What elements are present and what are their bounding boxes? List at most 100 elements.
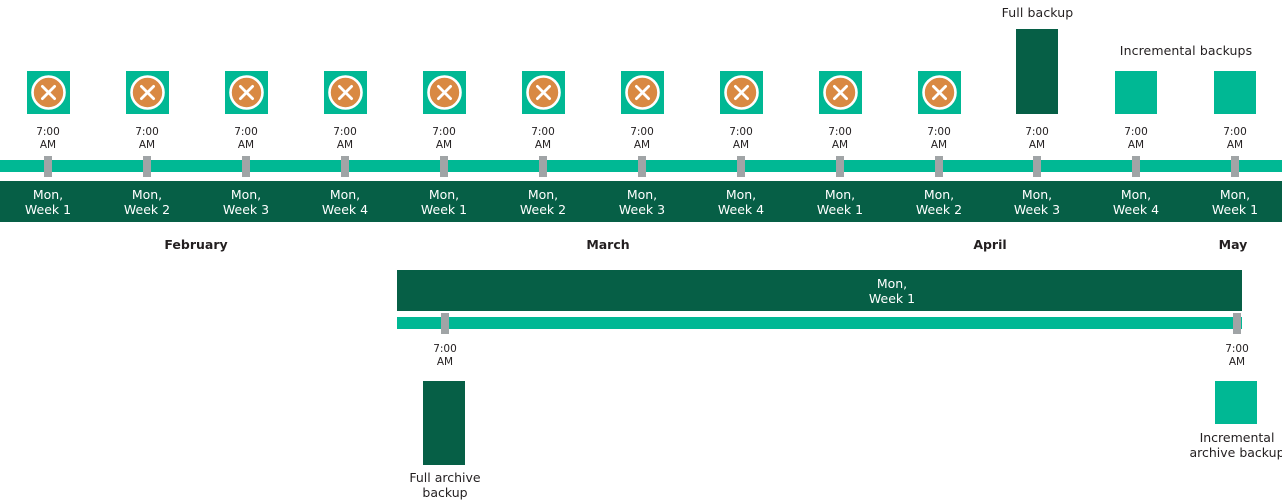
week-label-cell: Mon,Week 2 [890,181,989,222]
full-archive-backup-bar [423,381,465,465]
week-label-line1: Mon, [428,186,460,202]
incremental-backup-bar [1214,71,1256,114]
week-label-cell: Mon,Week 4 [1087,181,1186,222]
week-label-line2: Week 1 [24,201,72,217]
full-backup-legend-label: Full backup [1001,5,1074,20]
week-label-line1: Mon, [329,186,361,202]
week-label-cell: Mon,Week 4 [692,181,791,222]
incremental-backups-legend-label: Incremental backups [1119,43,1253,58]
failed-backup-icon [621,71,664,114]
timeline-tick [737,156,745,177]
week-label-line1: Mon, [923,186,955,202]
archive-week-label-cell: Mon,Week 1 [842,270,942,311]
main-timeline-markers [0,0,1282,114]
timeline-tick [638,156,646,177]
month-label-row: February March April May [0,237,1282,257]
timeline-tick [539,156,547,177]
week-label-cell: Mon,Week 1 [395,181,494,222]
week-label-line2: Week 1 [816,201,864,217]
main-timeline-rail [0,156,1282,180]
timeline-tick [1033,156,1041,177]
month-label: April [973,237,1007,252]
week-label-cell: Mon,Week 1 [791,181,890,222]
week-label-line1: Mon, [1219,186,1251,202]
week-label-cell: Mon,Week 3 [197,181,296,222]
timeline-tick [242,156,250,177]
failed-backup-icon [819,71,862,114]
week-label-line1: Mon, [725,186,757,202]
timeline-tick [836,156,844,177]
month-label: March [586,237,630,252]
incremental-backup-bar [1115,71,1157,114]
month-label: May [1218,237,1248,252]
week-label-line2: Week 1 [420,201,468,217]
week-label-line1: Mon, [131,186,163,202]
week-label-line2: Week 1 [1211,201,1259,217]
week-label-line2: Week 3 [1013,201,1061,217]
week-label-cell: Mon,Week 1 [0,181,98,222]
week-label-cell: Mon,Week 2 [494,181,593,222]
archive-week-label-line2: Week 1 [868,290,916,306]
full-backup-bar [1016,29,1058,114]
week-label-line2: Week 2 [519,201,567,217]
archive-timeline-rail [0,313,1282,337]
week-label-line1: Mon, [230,186,262,202]
month-label: February [164,237,228,252]
timeline-tick [143,156,151,177]
week-label-line2: Week 4 [717,201,765,217]
timeline-tick [44,156,52,177]
week-label-cell: Mon,Week 3 [593,181,692,222]
timeline-tick [440,156,448,177]
archive-backup-caption: Full archive backup [409,470,481,500]
week-label-line2: Week 2 [123,201,171,217]
failed-backup-icon [720,71,763,114]
timeline-tick [935,156,943,177]
failed-backup-icon [423,71,466,114]
week-label-line1: Mon, [527,186,559,202]
incremental-archive-backup-bar [1215,381,1257,424]
archive-timeline-tick [441,313,449,334]
failed-backup-icon [225,71,268,114]
failed-backup-icon [324,71,367,114]
week-label-line1: Mon, [1120,186,1152,202]
week-label-cell: Mon,Week 1 [1186,181,1282,222]
week-label-line2: Week 4 [321,201,369,217]
archive-backup-caption: Incremental archive backup [1189,430,1282,460]
week-label-line2: Week 3 [618,201,666,217]
week-label-cell: Mon,Week 3 [988,181,1087,222]
failed-backup-icon [27,71,70,114]
timeline-tick [341,156,349,177]
week-label-line1: Mon, [32,186,64,202]
failed-backup-icon [126,71,169,114]
timeline-tick [1231,156,1239,177]
failed-backup-icon [522,71,565,114]
week-label-cell: Mon,Week 2 [98,181,197,222]
archive-timeline-tick [1233,313,1241,334]
archive-rail-track [397,317,1242,329]
week-label-line1: Mon, [626,186,658,202]
archive-markers: Full archive backup Incremental archive b… [0,378,1282,502]
archive-week-label-line1: Mon, [876,275,908,291]
week-label-line1: Mon, [1021,186,1053,202]
week-label-line2: Week 3 [222,201,270,217]
failed-backup-icon [918,71,961,114]
week-label-line2: Week 2 [915,201,963,217]
